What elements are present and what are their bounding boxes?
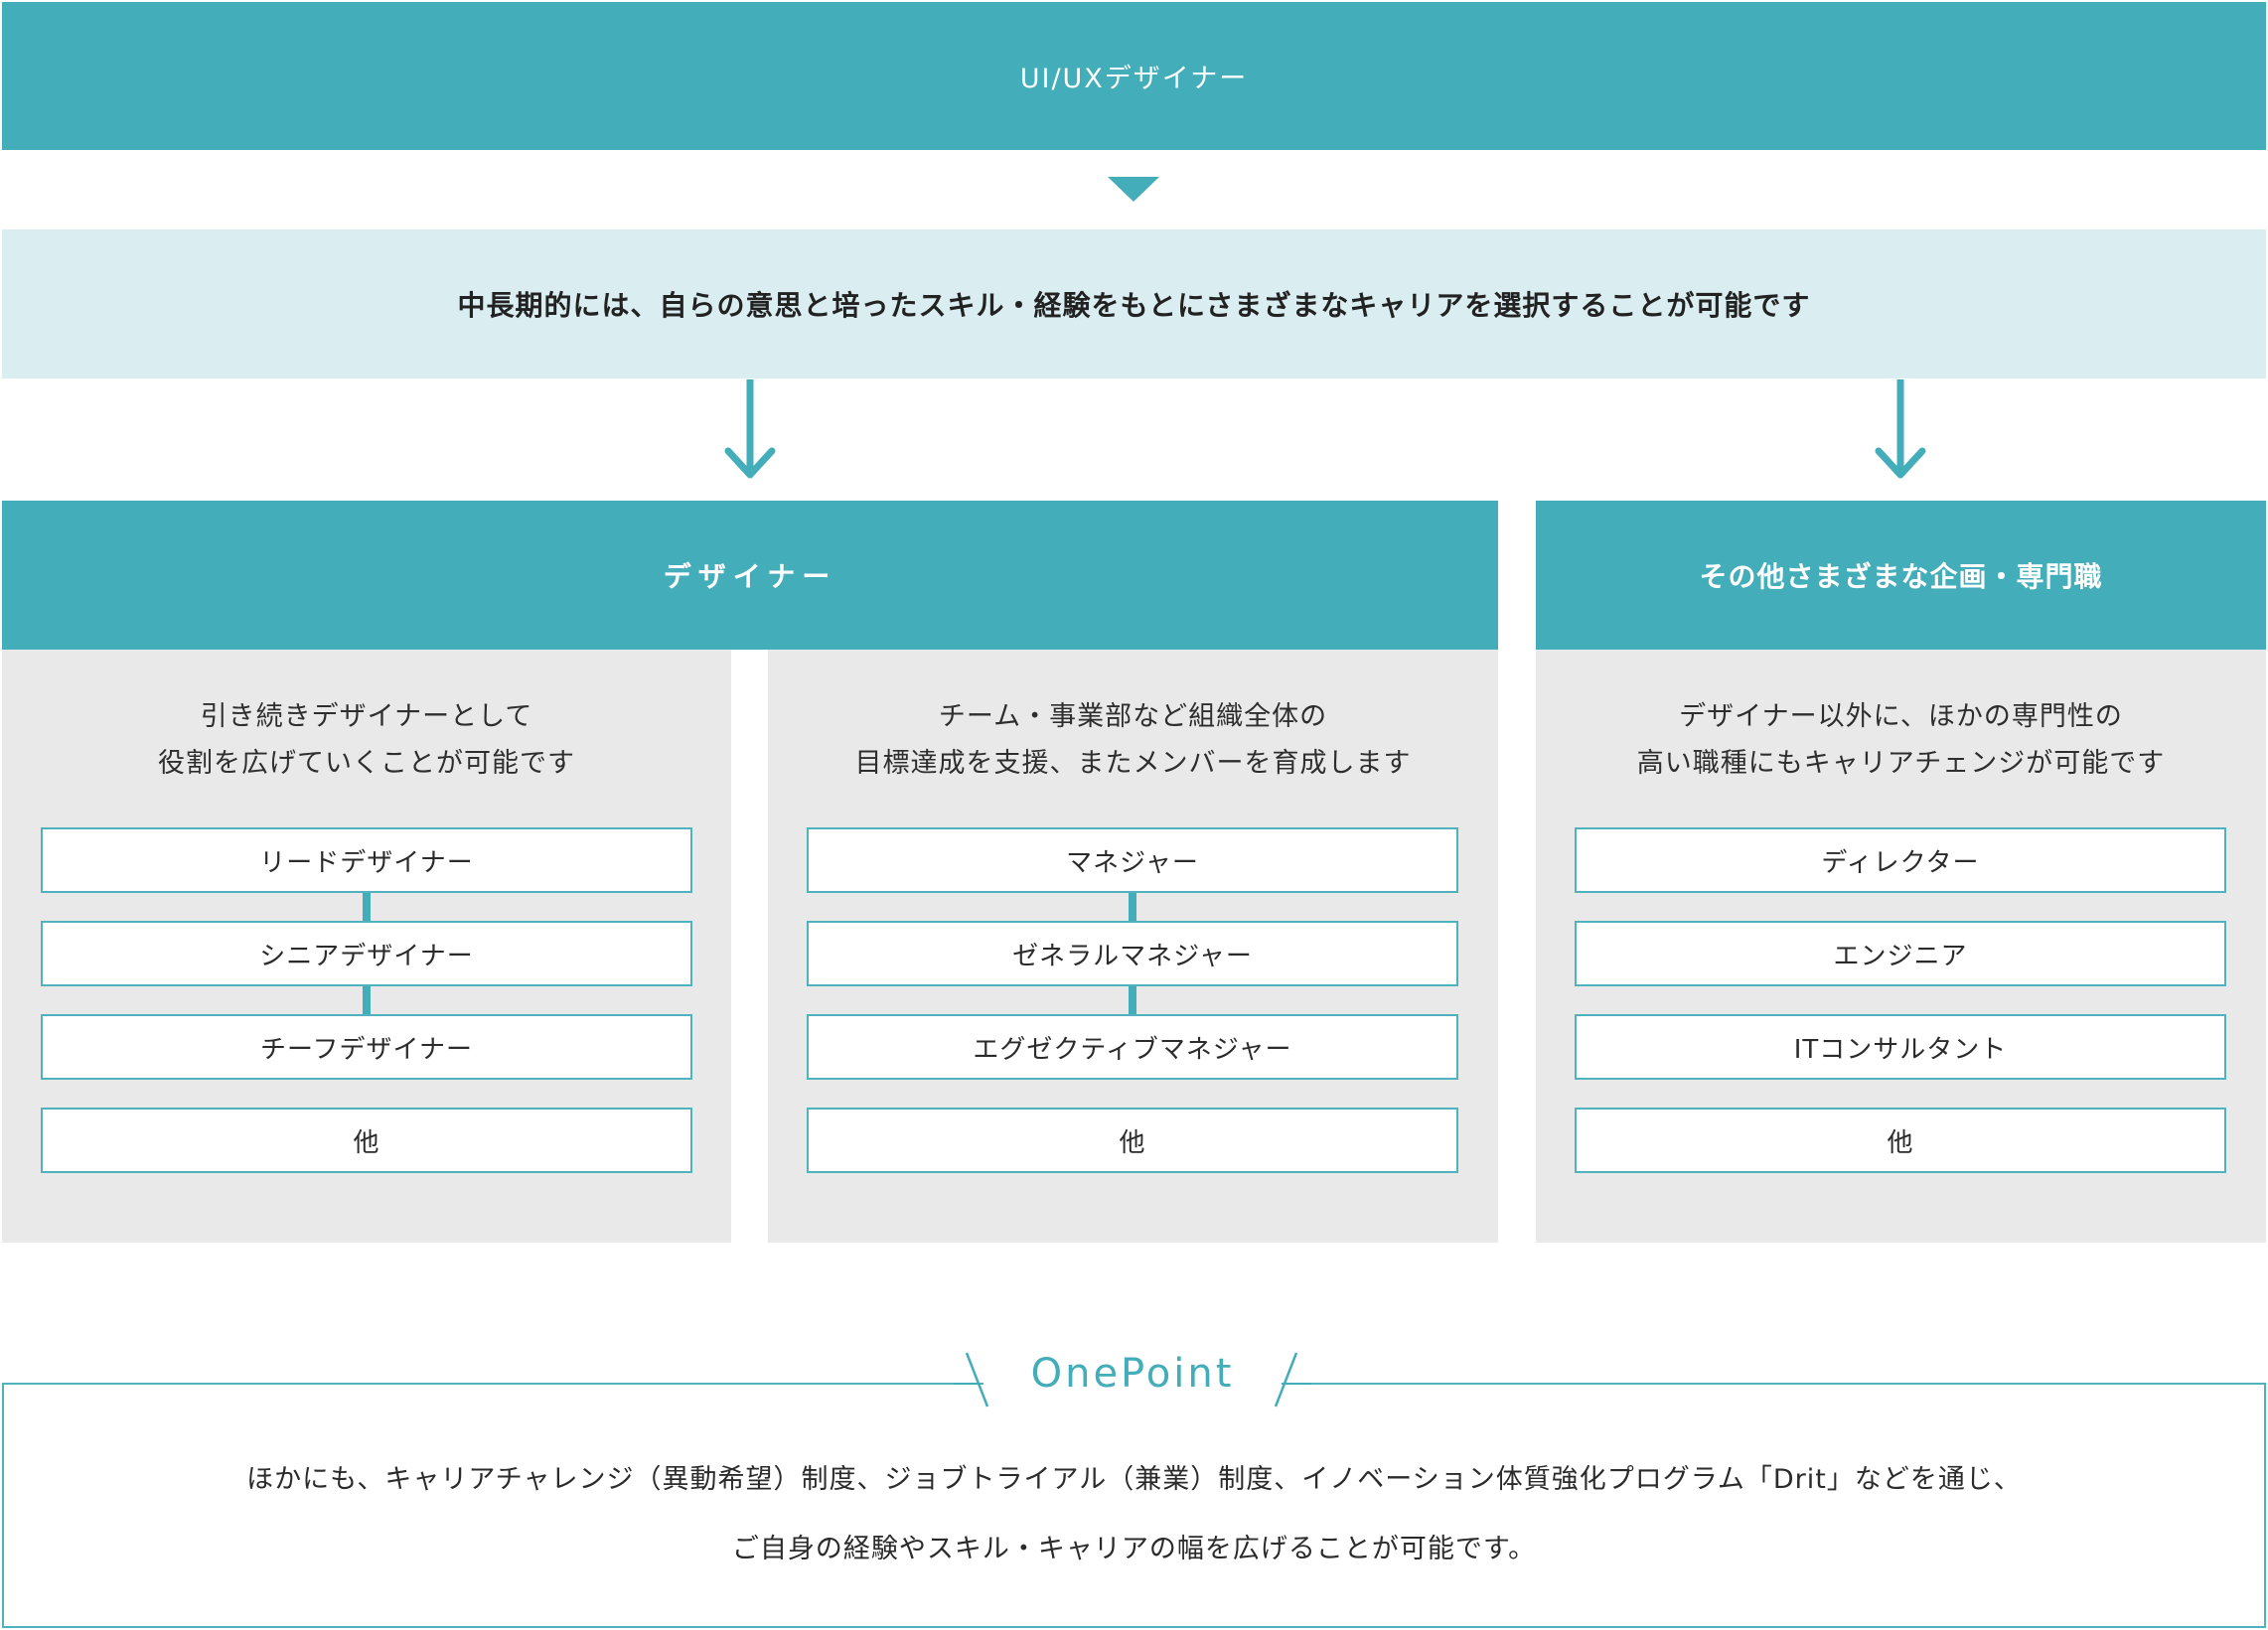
designer-column-header: デザイナー xyxy=(2,501,1498,650)
role-label: 他 xyxy=(1887,1127,1914,1158)
specialist-track-panel: デザイナー以外に、ほかの専門性の 高い職種にもキャリアチェンジが可能です ディレ… xyxy=(1536,650,2266,1243)
role-box-other: 他 xyxy=(1575,1108,2226,1173)
panel-description: チーム・事業部など組織全体の 目標達成を支援、またメンバーを育成します xyxy=(768,693,1498,787)
role-label: シニアデザイナー xyxy=(259,941,474,971)
role-label: リードデザイナー xyxy=(259,847,474,878)
onepoint-bracket-icon xyxy=(954,1352,1311,1408)
role-label: ITコンサルタント xyxy=(1793,1034,2008,1065)
arrow-down-icon xyxy=(1875,379,1926,479)
role-box-other: 他 xyxy=(41,1108,692,1173)
other-roles-column-title: その他さまざまな企画・専門職 xyxy=(1699,560,2103,593)
designer-column-title: デザイナー xyxy=(663,560,837,593)
role-label: 他 xyxy=(353,1127,380,1158)
top-role-title: UI/UXデザイナー xyxy=(1019,64,1249,94)
onepoint-border-gap xyxy=(983,1379,1282,1389)
onepoint-body: ほかにも、キャリアチャレンジ（異動希望）制度、ジョブトライアル（兼業）制度、イノ… xyxy=(2,1445,2266,1584)
role-label: ディレクター xyxy=(1821,847,1980,878)
role-label: ゼネラルマネジャー xyxy=(1012,941,1253,971)
role-box-manager: マネジャー xyxy=(807,827,1458,893)
role-box-other: 他 xyxy=(807,1108,1458,1173)
other-roles-column-header: その他さまざまな企画・専門職 xyxy=(1536,501,2266,650)
role-box-lead-designer: リードデザイナー xyxy=(41,827,692,893)
onepoint-line: ご自身の経験やスキル・キャリアの幅を広げることが可能です。 xyxy=(731,1534,1537,1564)
management-track-panel: チーム・事業部など組織全体の 目標達成を支援、またメンバーを育成します マネジャ… xyxy=(768,650,1498,1243)
career-statement-banner: 中長期的には、自らの意思と培ったスキル・経験をもとにさまざまなキャリアを選択する… xyxy=(2,229,2266,378)
designer-track-panel: 引き続きデザイナーとして 役割を広げていくことが可能です リードデザイナー シニ… xyxy=(2,650,731,1243)
role-label: チーフデザイナー xyxy=(260,1034,473,1065)
description-line: 目標達成を支援、またメンバーを育成します xyxy=(854,748,1412,779)
role-box-senior-designer: シニアデザイナー xyxy=(41,921,692,986)
panel-description: デザイナー以外に、ほかの専門性の 高い職種にもキャリアチェンジが可能です xyxy=(1536,693,2266,787)
role-label: エグゼクティブマネジャー xyxy=(973,1034,1292,1065)
role-box-chief-designer: チーフデザイナー xyxy=(41,1014,692,1080)
role-box-general-manager: ゼネラルマネジャー xyxy=(807,921,1458,986)
arrow-down-icon xyxy=(724,379,776,479)
role-box-director: ディレクター xyxy=(1575,827,2226,893)
description-line: チーム・事業部など組織全体の xyxy=(938,701,1328,732)
onepoint-title-text: OnePoint xyxy=(1030,1351,1235,1397)
role-label: マネジャー xyxy=(1066,847,1199,878)
onepoint-line: ほかにも、キャリアチャレンジ（異動希望）制度、ジョブトライアル（兼業）制度、イノ… xyxy=(246,1464,2022,1495)
connector-line xyxy=(1129,986,1136,1014)
role-box-executive-manager: エグゼクティブマネジャー xyxy=(807,1014,1458,1080)
onepoint-title: OnePoint xyxy=(983,1349,1282,1399)
connector-line xyxy=(363,893,371,921)
top-role-header: UI/UXデザイナー xyxy=(2,2,2266,150)
description-line: デザイナー以外に、ほかの専門性の xyxy=(1679,701,2123,732)
role-label: エンジニア xyxy=(1833,941,1968,971)
triangle-down-icon xyxy=(1108,177,1159,202)
connector-line xyxy=(363,986,371,1014)
role-box-engineer: エンジニア xyxy=(1575,921,2226,986)
panel-description: 引き続きデザイナーとして 役割を広げていくことが可能です xyxy=(2,693,731,787)
connector-line xyxy=(1129,893,1136,921)
description-line: 高い職種にもキャリアチェンジが可能です xyxy=(1636,748,2166,779)
role-label: 他 xyxy=(1119,1127,1146,1158)
description-line: 役割を広げていくことが可能です xyxy=(158,748,575,779)
role-box-it-consultant: ITコンサルタント xyxy=(1575,1014,2226,1080)
description-line: 引き続きデザイナーとして xyxy=(200,701,533,732)
career-statement-text: 中長期的には、自らの意思と培ったスキル・経験をもとにさまざまなキャリアを選択する… xyxy=(457,289,1811,322)
